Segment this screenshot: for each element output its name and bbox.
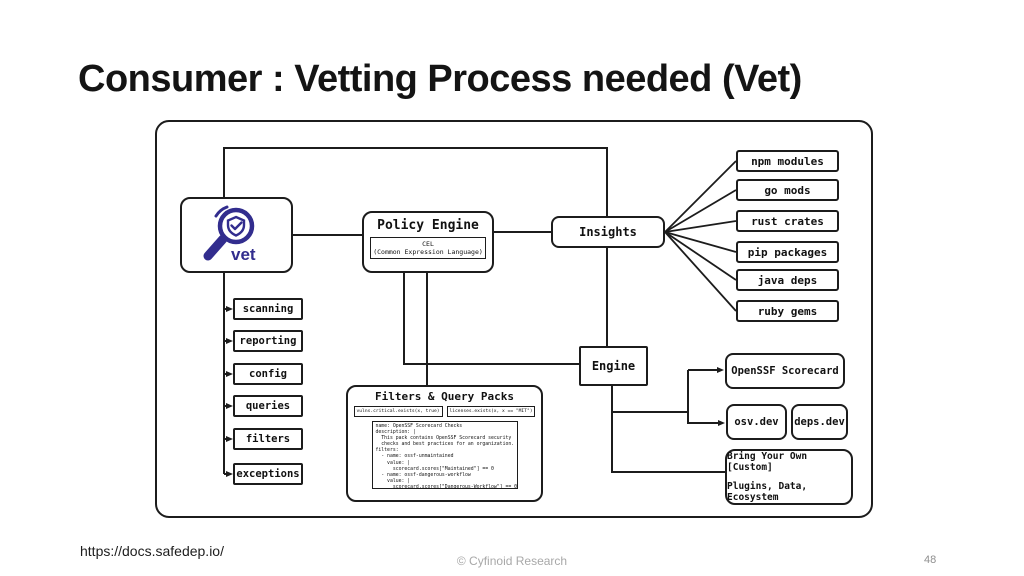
ecosystem-label: ruby gems bbox=[757, 304, 818, 318]
filters-query-packs-box: Filters & Query Packs vulns.critical.exi… bbox=[346, 385, 543, 502]
cel-label: CEL bbox=[422, 240, 434, 248]
feature-queries: queries bbox=[233, 395, 303, 417]
policy-engine-box: Policy Engine CEL (Common Expression Lan… bbox=[362, 211, 494, 273]
ecosystem-label: npm modules bbox=[751, 154, 824, 168]
ecosystem-label: java deps bbox=[757, 273, 818, 287]
architecture-diagram: vet Policy Engine CEL (Common Expression… bbox=[155, 120, 873, 518]
openssf-scorecard-box: OpenSSF Scorecard bbox=[725, 353, 845, 389]
feature-exceptions: exceptions bbox=[233, 463, 303, 485]
feature-label: config bbox=[249, 368, 287, 380]
query-example-vulns: vulns.critical.exists(x, true) bbox=[353, 406, 443, 417]
byo-line2: Plugins, Data, Ecosystem bbox=[727, 481, 808, 503]
vet-label: vet bbox=[231, 245, 256, 264]
engine-box: Engine bbox=[579, 346, 648, 386]
copyright-credit: © Cyfinoid Research bbox=[456, 554, 568, 568]
ecosystem-java-deps: java deps bbox=[736, 269, 839, 291]
cel-expansion-label: (Common Expression Language) bbox=[373, 248, 483, 256]
filters-query-packs-title: Filters & Query Packs bbox=[374, 390, 515, 403]
ecosystem-label: rust crates bbox=[751, 214, 824, 228]
ecosystem-ruby-gems: ruby gems bbox=[736, 300, 839, 322]
page-title: Consumer : Vetting Process needed (Vet) bbox=[78, 58, 802, 100]
cel-sub-box: CEL (Common Expression Language) bbox=[370, 237, 486, 259]
feature-label: exceptions bbox=[236, 468, 300, 480]
insights-box: Insights bbox=[551, 216, 665, 248]
ecosystem-npm-modules: npm modules bbox=[736, 150, 839, 172]
feature-config: config bbox=[233, 363, 303, 385]
policy-engine-label: Policy Engine bbox=[377, 218, 479, 233]
connector-lines bbox=[223, 147, 737, 477]
feature-label: reporting bbox=[239, 335, 297, 347]
insights-label: Insights bbox=[579, 225, 637, 239]
feature-scanning: scanning bbox=[233, 298, 303, 320]
deps-dev-label: deps.dev bbox=[794, 416, 845, 428]
bring-your-own-box: Bring Your Own [Custom] Plugins, Data, E… bbox=[725, 449, 853, 505]
osv-dev-label: osv.dev bbox=[734, 416, 779, 428]
feature-label: scanning bbox=[242, 303, 294, 315]
ecosystem-label: go mods bbox=[764, 183, 811, 197]
openssf-scorecard-label: OpenSSF Scorecard bbox=[731, 365, 839, 377]
feature-label: queries bbox=[245, 400, 291, 412]
page-number: 48 bbox=[924, 554, 937, 566]
scorecard-pack-yaml-snippet: name: OpenSSF Scorecard Checks descripti… bbox=[371, 421, 518, 489]
ecosystem-pip-packages: pip packages bbox=[736, 241, 839, 263]
docs-url: https://docs.safedep.io/ bbox=[80, 543, 224, 559]
feature-label: filters bbox=[245, 433, 291, 445]
deps-dev-box: deps.dev bbox=[791, 404, 848, 440]
feature-reporting: reporting bbox=[233, 330, 303, 352]
osv-dev-box: osv.dev bbox=[726, 404, 787, 440]
engine-label: Engine bbox=[591, 359, 636, 373]
ecosystem-go-mods: go mods bbox=[736, 179, 839, 201]
byo-line1: Bring Your Own [Custom] bbox=[727, 451, 808, 473]
query-example-licenses: licenses.exists(x, x == "MIT") bbox=[446, 406, 536, 417]
ecosystem-label: pip packages bbox=[747, 245, 828, 259]
feature-filters: filters bbox=[233, 428, 303, 450]
magnifier-shield-check-icon: vet bbox=[203, 205, 256, 264]
query-examples-row: vulns.critical.exists(x, true) licenses.… bbox=[353, 406, 536, 417]
ecosystem-rust-crates: rust crates bbox=[736, 210, 839, 232]
vet-tool-box: vet bbox=[180, 197, 293, 273]
